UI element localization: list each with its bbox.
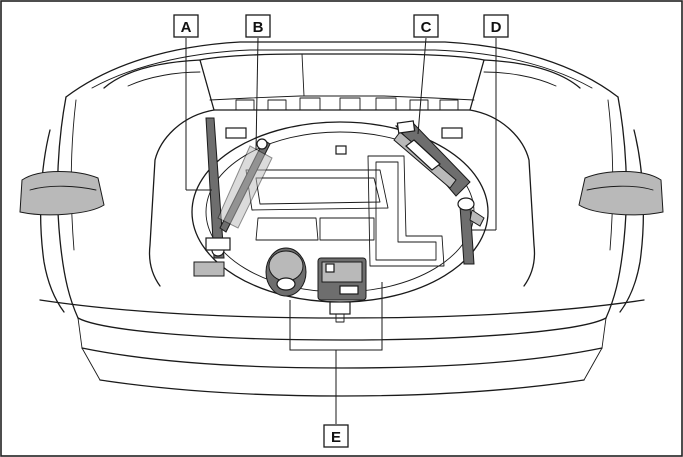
wheel-nut-wrench: [193, 117, 231, 277]
callout-a-label: A: [181, 19, 192, 36]
callout-c-box: [413, 14, 439, 38]
trunk-latch: [329, 301, 351, 323]
callout-d-box: [483, 14, 509, 38]
jack: [393, 120, 471, 197]
repair-kit: [265, 247, 367, 301]
right-tail-lamp: [578, 171, 664, 216]
tray-hook: [335, 145, 347, 155]
callout-a-box: [173, 14, 199, 38]
jack-handle: [217, 138, 273, 233]
callout-c-label: C: [421, 19, 432, 36]
callout-e-box: [323, 424, 349, 448]
callout-e-label: E: [331, 429, 341, 446]
callout-b-box: [245, 14, 271, 38]
vehicle-body: [19, 41, 664, 397]
callout-b-label: B: [253, 19, 264, 36]
tow-eye: [457, 197, 485, 265]
left-tail-lamp: [19, 171, 105, 216]
callout-d-label: D: [491, 19, 502, 36]
